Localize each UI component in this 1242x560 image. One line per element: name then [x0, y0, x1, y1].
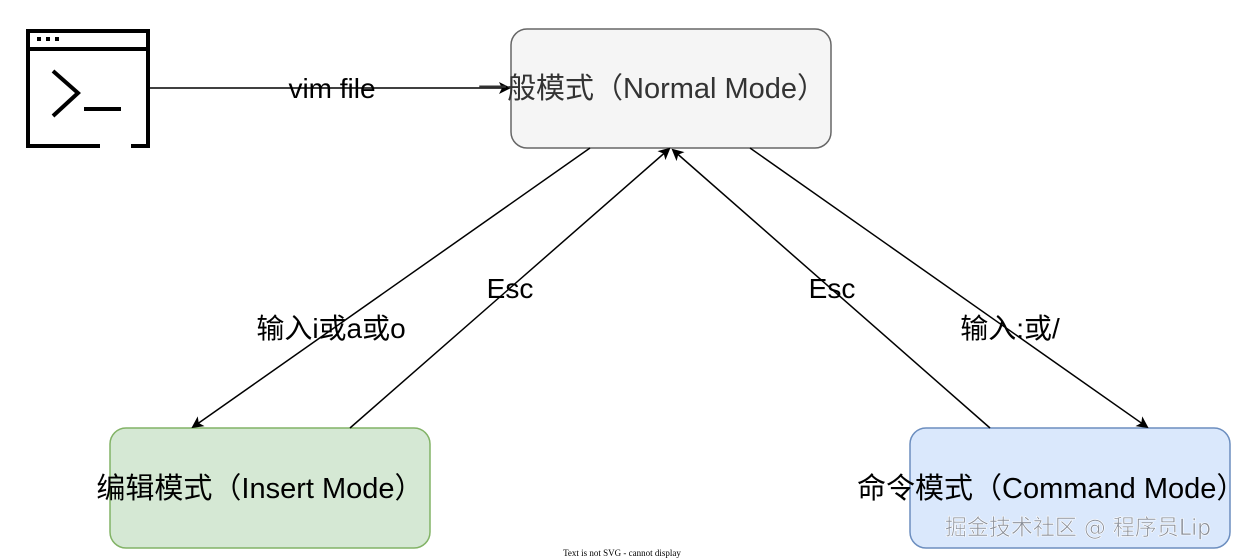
watermark: 掘金技术社区 @ 程序员Lip: [945, 516, 1211, 541]
edge-label-open: vim file: [288, 73, 375, 104]
edge-command-esc: [671, 148, 991, 429]
command-mode-node[interactable]: [909, 427, 1231, 549]
edge-label-to-command: 输入:或/: [960, 313, 1060, 344]
edge-label-insert-esc: Esc: [487, 273, 534, 304]
edge-label-command-esc: Esc: [809, 273, 856, 304]
edge-insert-esc: [349, 147, 671, 429]
command-mode-label: 命令模式（Command Mode）: [857, 472, 1242, 505]
normal-mode-node[interactable]: [510, 28, 832, 149]
terminal-icon: [26, 29, 150, 148]
insert-mode-node[interactable]: [109, 427, 431, 549]
insert-mode-label: 编辑模式（Insert Mode）: [96, 472, 423, 505]
footer-note: Text is not SVG - cannot display: [563, 548, 681, 558]
edge-to-insert: [191, 147, 591, 429]
edge-to-command: [749, 147, 1149, 429]
edge-label-to-insert: 输入i或a或o: [256, 313, 405, 344]
normal-mode-label: 一般模式（Normal Mode）: [478, 72, 826, 105]
